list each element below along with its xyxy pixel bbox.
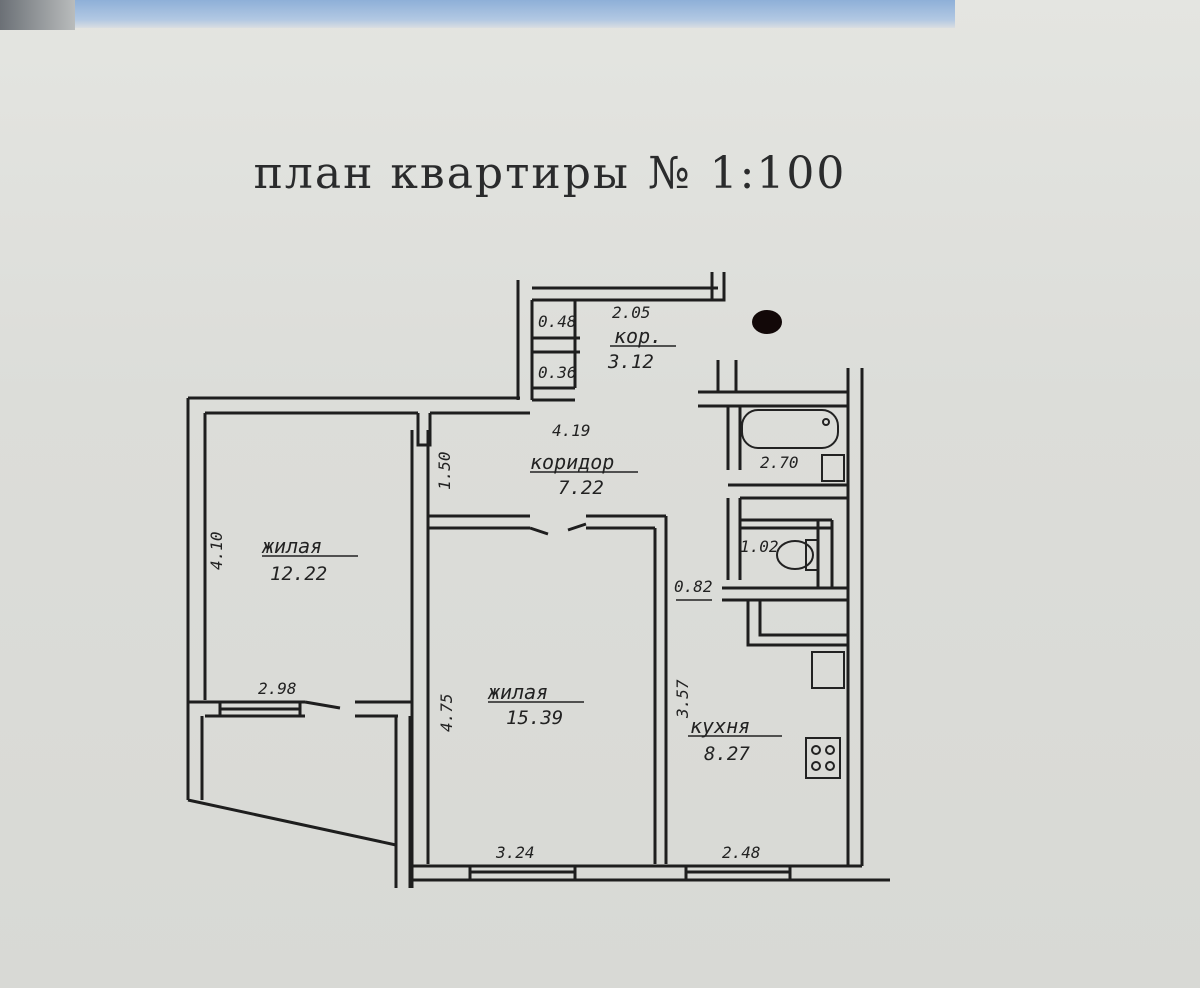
plan-title: план квартиры № 1:100 <box>0 148 1100 199</box>
wall-living-large-top <box>428 514 666 530</box>
wall-bath-left <box>726 406 742 470</box>
wall-kor-top <box>532 286 718 302</box>
underlines <box>262 345 782 737</box>
kitchen-sink-icon <box>811 651 845 689</box>
kor-name: кор. <box>614 324 662 348</box>
wall-kitchen-niche <box>746 600 848 647</box>
cover-edge <box>0 0 75 30</box>
wall-bath-top <box>698 390 848 408</box>
plan-title-scale: 1:100 <box>709 148 847 199</box>
wall-corridor-stub <box>416 413 432 447</box>
balcony-frame <box>186 716 412 888</box>
labels: жилая 12.22 жилая 15.39 коридор 7.22 кор… <box>207 303 799 862</box>
window-kitchen <box>684 866 792 880</box>
dim-living-small-width: 2.98 <box>258 679 297 698</box>
stove-burner-icon <box>825 761 835 771</box>
wall-partition <box>653 516 668 864</box>
living-large-area: 15.39 <box>506 707 563 729</box>
wall-bath-bottom <box>728 483 848 500</box>
wall-living-large-left <box>410 510 430 888</box>
stove-burner-icon <box>811 761 821 771</box>
plan-title-text: план квартиры <box>253 148 630 199</box>
wall-bottom <box>412 864 890 882</box>
dim-living-large-depth: 4.75 <box>437 693 456 732</box>
wall-left-room-outer <box>186 396 418 800</box>
dim-corridor-length: 4.19 <box>552 421 591 440</box>
wall-kor-left <box>516 280 534 400</box>
toilet-tank-icon <box>805 539 819 571</box>
window-balcony <box>218 702 302 716</box>
walls <box>186 272 890 888</box>
wall-balcony-top <box>188 700 412 718</box>
living-large-name: жилая <box>487 680 548 704</box>
wall-kor-bottom <box>532 386 575 402</box>
bathtub-icon <box>741 409 839 449</box>
stove-burner-icon <box>811 745 821 755</box>
corridor-name: коридор <box>530 450 614 474</box>
dim-living-small-depth: 4.10 <box>207 531 226 570</box>
closet-top-area: 0.48 <box>538 312 577 331</box>
wall-toilet-left <box>726 498 742 580</box>
kitchen-name: кухня <box>690 714 750 738</box>
dim-kitchen-width: 2.48 <box>722 843 761 862</box>
bathroom-area: 2.70 <box>760 453 799 472</box>
kitchen-area: 8.27 <box>704 743 750 765</box>
wall-bath-stub <box>716 360 738 394</box>
wall-toilet-top <box>740 518 832 530</box>
stove-burner-icon <box>825 745 835 755</box>
wall-corridor-top <box>418 396 530 415</box>
dim-kor-width: 2.05 <box>612 303 651 322</box>
bath-sink-icon <box>821 454 845 482</box>
closet-bottom-area: 0.36 <box>538 363 577 382</box>
window-living-large <box>468 866 577 880</box>
plan-title-number-sign: № <box>647 148 692 199</box>
living-small-area: 12.22 <box>270 563 327 585</box>
wall-living-small-right <box>410 430 430 700</box>
fixtures <box>741 409 845 779</box>
dim-corridor-width: 1.50 <box>435 451 454 490</box>
toilet-area: 1.02 <box>740 537 779 556</box>
blue-cover-strip <box>75 0 955 28</box>
dim-kitchen-gap: 0.82 <box>674 577 713 596</box>
living-small-name: жилая <box>261 534 322 558</box>
wall-toilet-right <box>816 520 834 588</box>
wall-toilet-bottom <box>722 586 848 602</box>
toilet-icon <box>776 540 814 570</box>
dim-living-large-width: 3.24 <box>495 843 535 862</box>
stove-icon <box>805 737 841 779</box>
kor-area: 3.12 <box>607 351 654 373</box>
wall-kor-top-end <box>710 272 726 302</box>
bathtub-drain-icon <box>822 418 830 426</box>
ink-blot <box>752 310 782 334</box>
corridor-area: 7.22 <box>558 477 604 499</box>
dim-kitchen-depth: 3.57 <box>673 679 692 719</box>
wall-right-outer <box>846 368 864 866</box>
closet-dividers <box>532 300 580 388</box>
door-marks <box>304 522 587 710</box>
